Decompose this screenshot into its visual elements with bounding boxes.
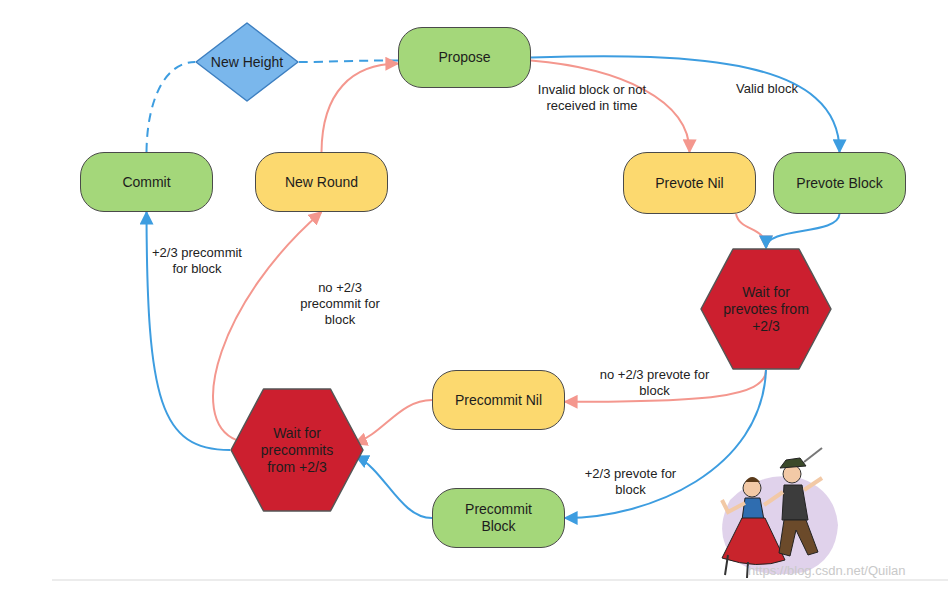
node-label: New Round [285,174,358,191]
state-box: Precommit Nil [432,370,565,430]
state-box: Prevote Block [773,152,906,214]
decision-diamond: New Height [195,22,299,102]
node-label: Prevote Block [796,175,882,192]
edge-label: Invalid block or not received in time [536,82,648,114]
state-box: Commit [80,152,213,212]
transition-arrow [531,61,690,152]
node-text-group: Precommit Block [433,501,564,535]
wait-hexagon: Wait for prevotes from +2/3 [700,248,832,370]
edge-label: no +2/3 prevote for block [592,367,717,399]
node-label: New Height [211,54,283,71]
node-label: Wait for prevotes from +2/3 [720,284,812,335]
edge-label: +2/3 prevote for block [578,466,683,498]
node-label: Commit [122,174,170,191]
edge-label: Valid block [722,81,812,97]
transition-arrow [322,64,399,152]
state-box: New Round [255,152,388,212]
node-label: Propose [438,49,490,66]
node-text-group: Wait for precommits from +2/3 [230,425,364,476]
edge-label: +2/3 precommit for block [143,245,251,277]
state-box: Precommit Block [432,488,565,548]
node-text-group: Wait for prevotes from +2/3 [700,284,832,335]
transition-arrow [299,60,398,62]
node-text-group: Propose [424,49,504,66]
state-box: Propose [398,27,531,88]
node-text-group: Prevote Nil [641,175,737,192]
state-box: Prevote Nil [623,152,756,214]
transition-arrow [531,56,840,152]
node-text-group: Prevote Block [782,175,896,192]
watermark: https://blog.csdn.net/Quilan [748,563,906,578]
node-text-group: New Height [197,54,297,71]
transition-arrow [356,456,432,518]
edge-label: no +2/3 precommit for block [288,280,392,328]
transition-arrow [736,214,766,248]
node-label: Precommit Block [447,501,550,535]
node-label: Prevote Nil [655,175,723,192]
wait-hexagon: Wait for precommits from +2/3 [230,388,364,512]
bottom-rule [52,579,948,581]
node-label: Wait for precommits from +2/3 [250,425,344,476]
dancers-clipart [722,448,838,578]
transition-arrow [147,62,196,152]
transition-arrow [355,400,432,444]
node-text-group: Commit [108,174,184,191]
node-label: Precommit Nil [455,392,542,409]
transition-arrow [766,214,840,248]
node-text-group: New Round [271,174,372,191]
node-text-group: Precommit Nil [441,392,556,409]
